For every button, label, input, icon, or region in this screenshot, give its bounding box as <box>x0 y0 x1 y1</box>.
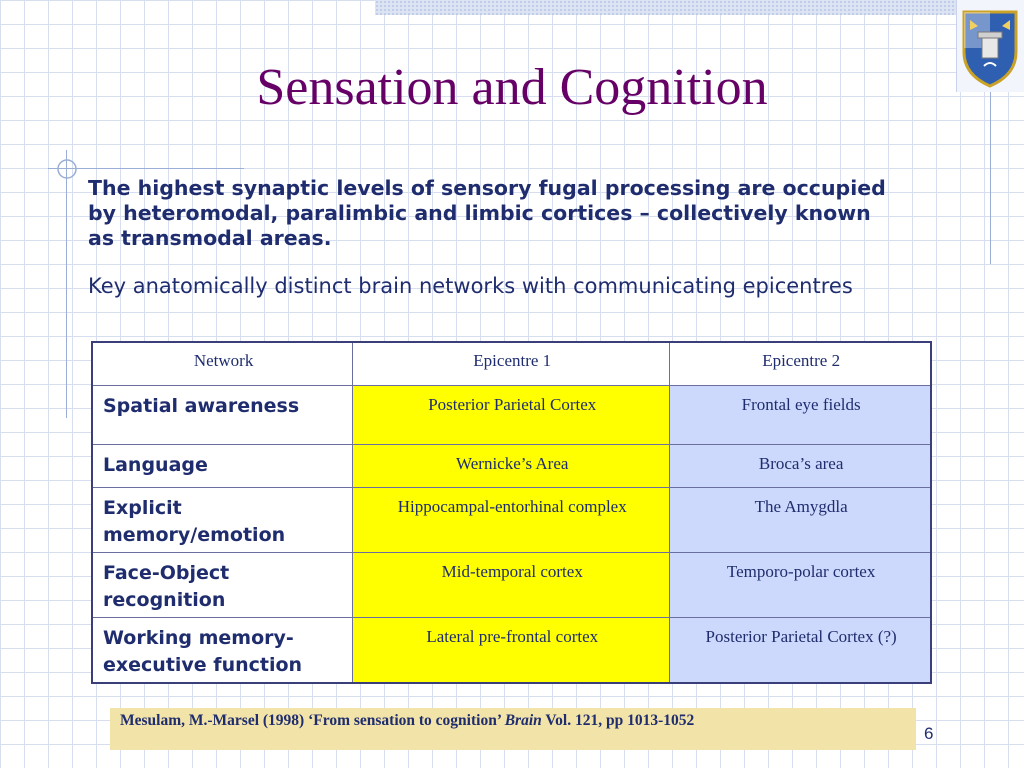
epicentre-2-cell: The Amygdla <box>669 487 932 553</box>
decorative-line-left <box>66 150 67 418</box>
epicentre-1-cell: Wernicke’s Area <box>352 444 671 488</box>
network-cell: Language <box>91 444 354 488</box>
epicentre-2-cell: Temporo-polar cortex <box>669 552 932 618</box>
table-row: Face-Object recognition Mid-temporal cor… <box>91 552 932 618</box>
university-crest-icon <box>962 10 1018 88</box>
table-header-row: Network Epicentre 1 Epicentre 2 <box>91 341 932 386</box>
lead-statement: The highest synaptic levels of sensory f… <box>88 176 886 250</box>
header-network: Network <box>91 341 354 386</box>
slide-title: Sensation and Cognition <box>256 59 768 116</box>
table-row: Spatial awareness Posterior Parietal Cor… <box>91 385 932 445</box>
table-row: Language Wernicke’s Area Broca’s area <box>91 444 932 488</box>
citation-journal: Brain <box>504 712 542 729</box>
epicentre-1-cell: Posterior Parietal Cortex <box>352 385 671 445</box>
epicentre-1-cell: Lateral pre-frontal cortex <box>352 617 671 683</box>
epicentre-1-cell: Hippocampal-entorhinal complex <box>352 487 671 553</box>
section-subtitle: Key anatomically distinct brain networks… <box>88 274 853 298</box>
epicentre-2-cell: Broca’s area <box>669 444 932 488</box>
epicentre-1-cell: Mid-temporal cortex <box>352 552 671 618</box>
page-number: 6 <box>924 724 934 743</box>
header-epicentre-1: Epicentre 1 <box>352 341 671 386</box>
network-cell: Working memory-executive function <box>91 617 354 683</box>
epicentre-2-cell: Posterior Parietal Cortex (?) <box>669 617 932 683</box>
decorative-line-right <box>990 92 991 264</box>
citation-details: Vol. 121, pp 1013-1052 <box>541 712 695 729</box>
table-row: Explicit memory/emotion Hippocampal-ento… <box>91 487 932 553</box>
table-row: Working memory-executive function Latera… <box>91 617 932 683</box>
citation-box: Mesulam, M.-Marsel (1998) ‘From sensatio… <box>110 708 916 750</box>
network-cell: Spatial awareness <box>91 385 354 445</box>
citation-authors: Mesulam, M.-Marsel (1998) ‘From sensatio… <box>120 712 505 729</box>
brain-networks-table: Network Epicentre 1 Epicentre 2 Spatial … <box>91 341 932 684</box>
network-cell: Explicit memory/emotion <box>91 487 354 553</box>
decorative-line-horizontal <box>48 168 244 169</box>
top-decorative-band <box>375 0 1024 15</box>
epicentre-2-cell: Frontal eye fields <box>669 385 932 445</box>
header-epicentre-2: Epicentre 2 <box>669 341 932 386</box>
network-cell: Face-Object recognition <box>91 552 354 618</box>
bullet-ring-icon <box>57 159 77 179</box>
